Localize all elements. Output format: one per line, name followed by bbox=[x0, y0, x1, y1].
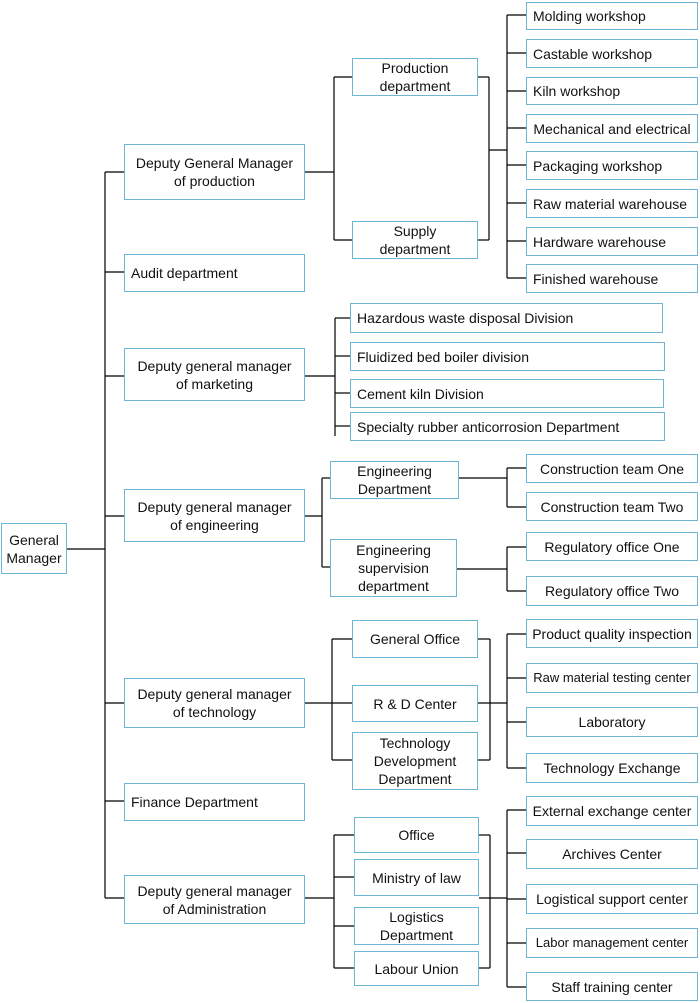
logistics-department-node: Logistics Department bbox=[354, 907, 479, 945]
construction-team-node: Construction team One bbox=[526, 454, 698, 483]
technology-unit: Raw material testing center bbox=[526, 663, 698, 693]
general-office-node: General Office bbox=[352, 620, 478, 658]
deputy-gm-production-node: Deputy General Manager of production bbox=[124, 144, 305, 200]
construction-team-node: Construction team Two bbox=[526, 492, 698, 521]
technology-development-node: Technology Development Department bbox=[352, 732, 478, 790]
production-unit: Castable workshop bbox=[526, 39, 698, 68]
technology-unit: Technology Exchange bbox=[526, 753, 698, 783]
marketing-division: Cement kiln Division bbox=[350, 379, 664, 408]
production-unit: Raw material warehouse bbox=[526, 189, 698, 218]
rd-center-node: R & D Center bbox=[352, 685, 478, 722]
production-unit: Packaging workshop bbox=[526, 151, 698, 180]
labour-union-node: Labour Union bbox=[354, 951, 479, 986]
administration-unit: Archives Center bbox=[526, 839, 698, 869]
ministry-of-law-node: Ministry of law bbox=[354, 859, 479, 896]
deputy-gm-technology-node: Deputy general manager of technology bbox=[124, 678, 305, 728]
engineering-supervision-node: Engineering supervision department bbox=[330, 539, 457, 597]
production-unit: Mechanical and electrical bbox=[526, 114, 698, 143]
marketing-division: Fluidized bed boiler division bbox=[350, 342, 665, 371]
engineering-department-node: Engineering Department bbox=[330, 461, 459, 499]
administration-unit: Labor management center bbox=[526, 928, 698, 958]
regulatory-office-node: Regulatory office Two bbox=[526, 576, 698, 606]
deputy-gm-administration-node: Deputy general manager of Administration bbox=[124, 875, 305, 924]
production-department-node: Production department bbox=[352, 58, 478, 96]
technology-unit: Laboratory bbox=[526, 707, 698, 737]
finance-department-node: Finance Department bbox=[124, 783, 305, 821]
production-unit: Kiln workshop bbox=[526, 77, 698, 105]
administration-unit: Staff training center bbox=[526, 972, 698, 1001]
administration-unit: External exchange center bbox=[526, 796, 698, 826]
deputy-gm-marketing-node: Deputy general manager of marketing bbox=[124, 348, 305, 401]
marketing-division: Hazardous waste disposal Division bbox=[350, 303, 663, 333]
production-unit: Finished warehouse bbox=[526, 264, 698, 293]
regulatory-office-node: Regulatory office One bbox=[526, 532, 698, 561]
supply-department-node: Supply department bbox=[352, 221, 478, 259]
administration-unit: Logistical support center bbox=[526, 884, 698, 914]
marketing-division: Specialty rubber anticorrosion Departmen… bbox=[350, 412, 665, 441]
general-manager-node: General Manager bbox=[1, 523, 67, 574]
production-unit: Molding workshop bbox=[526, 2, 698, 30]
office-node: Office bbox=[354, 817, 479, 853]
deputy-gm-engineering-node: Deputy general manager of engineering bbox=[124, 489, 305, 542]
technology-unit: Product quality inspection bbox=[526, 619, 698, 648]
production-unit: Hardware warehouse bbox=[526, 227, 698, 256]
audit-department-node: Audit department bbox=[124, 254, 305, 292]
